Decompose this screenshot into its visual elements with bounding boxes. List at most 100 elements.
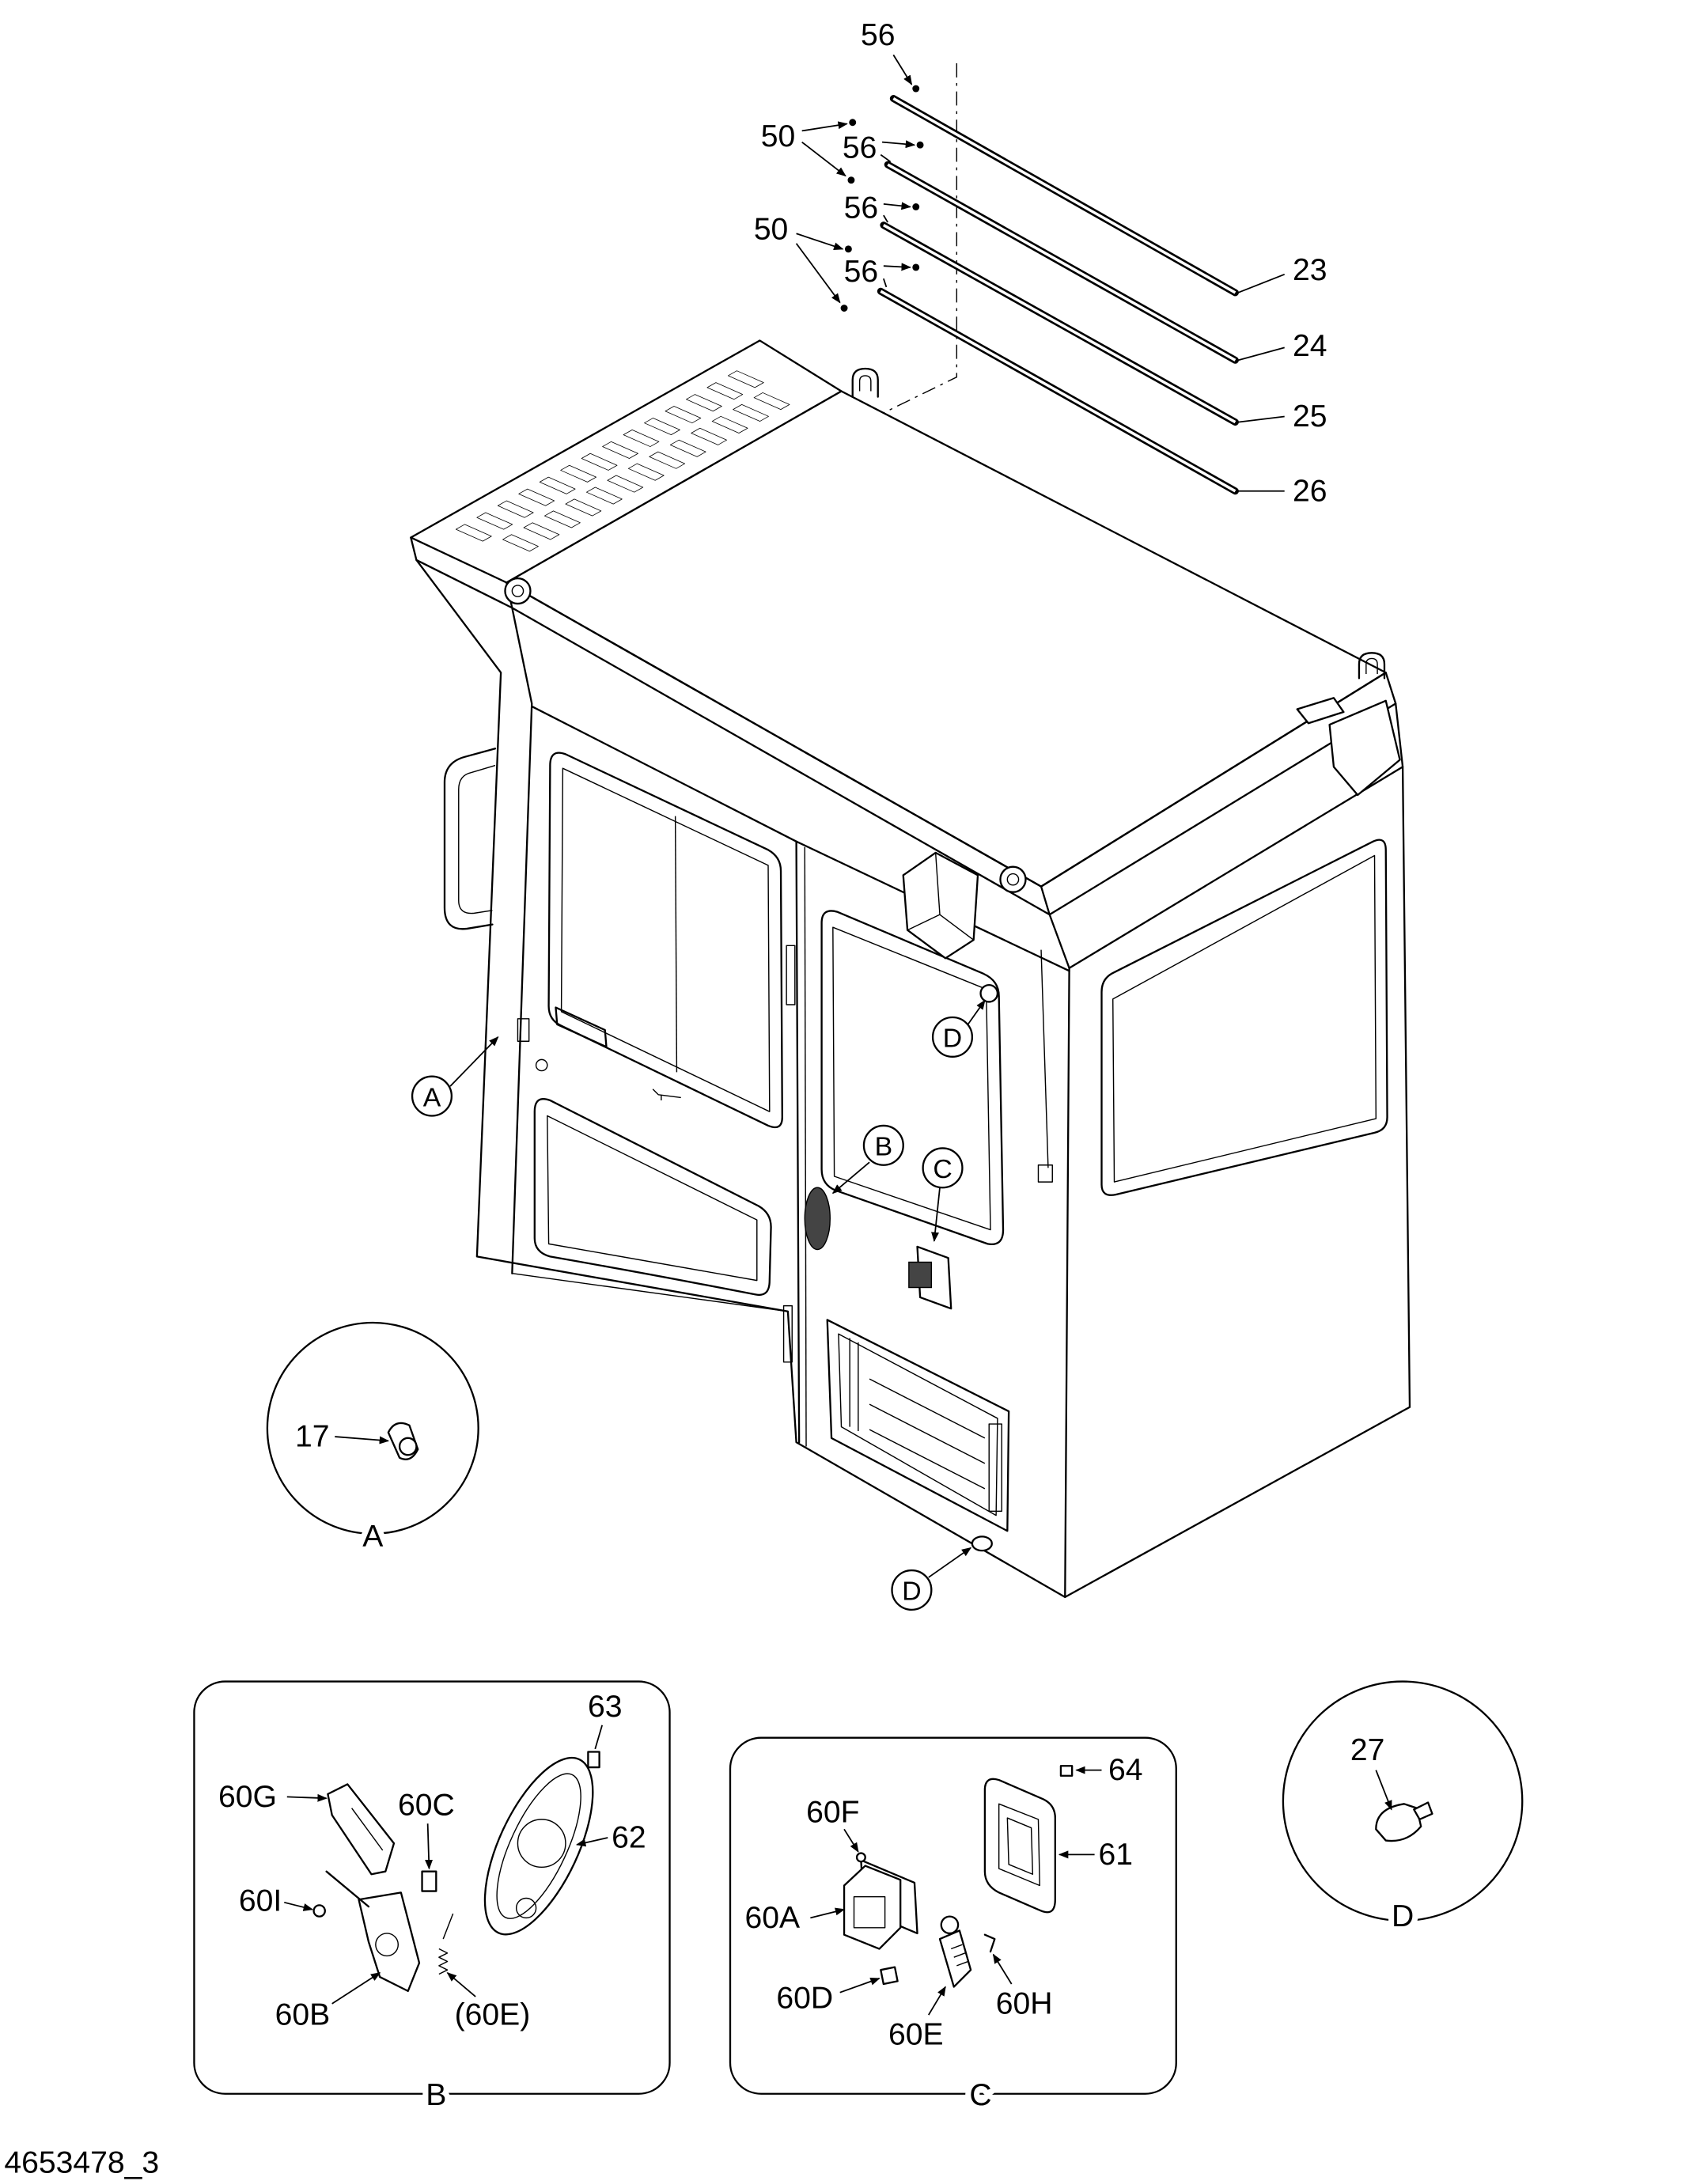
door-lower-panel-inner [547, 1115, 758, 1282]
leader [927, 1986, 946, 2016]
callout-23: 23 [1293, 253, 1327, 287]
latch-arm [325, 1870, 370, 1908]
door-window-inner [560, 767, 771, 1112]
knob-upper [979, 983, 999, 1003]
cylinder-spring [950, 1944, 968, 1967]
leader [446, 1971, 476, 1997]
callout-63: 63 [588, 1690, 623, 1724]
part-60g-handle [327, 1783, 396, 1876]
marker-letter: D [943, 1024, 962, 1054]
mirror-bracket [902, 851, 979, 960]
cab-left-face-outline [415, 559, 1070, 1598]
callout-56-third: 56 [844, 191, 879, 225]
roof-vent-panel [410, 339, 843, 584]
marker-leader [931, 1187, 941, 1243]
eye-hole [858, 375, 872, 392]
marker-circle [862, 1124, 904, 1166]
escutcheon-hole [517, 1819, 566, 1869]
grab-handle [443, 748, 497, 930]
callout-50-upper: 50 [761, 119, 796, 153]
eye-hole [1365, 657, 1378, 675]
cab-right-face-outline [1064, 766, 1411, 1598]
eye-ring [1358, 652, 1386, 680]
recess-cup [1006, 1817, 1034, 1875]
knob [979, 983, 999, 1003]
knob [971, 1535, 993, 1552]
bar-core [880, 290, 1237, 493]
callout-60e: 60E [888, 2018, 944, 2052]
leader [795, 243, 841, 304]
roof-front-band [506, 581, 1051, 916]
leader [880, 153, 892, 163]
callout-17: 17 [295, 1420, 330, 1454]
latch-pivot [375, 1933, 400, 1957]
marker-letter: B [875, 1132, 893, 1162]
door-handle [555, 1006, 608, 1048]
recess-inner [998, 1803, 1040, 1887]
part-60g-detail [351, 1808, 384, 1851]
eye-ring [851, 367, 879, 398]
callout-50-lower: 50 [754, 212, 789, 246]
leader [1237, 274, 1286, 293]
leader [892, 54, 913, 85]
marker-d-lower: D [891, 1547, 972, 1611]
part-62-escutcheon [483, 1756, 594, 1936]
bar-core [887, 163, 1237, 362]
figure-code: 4653478_3 [4, 2145, 159, 2179]
door-lock-c [908, 1245, 952, 1310]
callout-61: 61 [1099, 1838, 1134, 1872]
mirror-bracket-detail [907, 852, 975, 941]
leader [883, 263, 911, 271]
callout-60a: 60A [745, 1901, 801, 1935]
callout-60i: 60I [239, 1884, 282, 1918]
detail-a-marker: A [362, 1520, 384, 1554]
cab-body [410, 339, 1411, 1598]
screw-dot [916, 141, 924, 149]
door-window-divider [674, 816, 678, 1073]
marker-b: B [831, 1124, 904, 1195]
door-latch [517, 1018, 530, 1042]
callout-56-fourth: 56 [844, 255, 879, 289]
leader [425, 1823, 434, 1870]
part-60i-screw [312, 1904, 326, 1918]
marker-circle [931, 1016, 974, 1058]
corner-fitting [1328, 699, 1401, 797]
part-60f-screw [855, 1852, 866, 1863]
front-pillar-inner [511, 607, 533, 1274]
roof-fitting [1296, 697, 1345, 725]
bar-core [882, 224, 1237, 424]
lifting-eye-rear-right [1358, 652, 1386, 680]
roof-side-band [1040, 672, 1397, 916]
leader [1237, 346, 1285, 362]
cylinder-body [938, 1929, 972, 1988]
leader [839, 1977, 881, 1994]
vent-slots [456, 371, 800, 558]
screw-dot [849, 119, 857, 127]
escutcheon-boss [515, 1897, 537, 1919]
detail-a: 17 A [266, 1321, 479, 1559]
screw-dot [912, 203, 920, 210]
middle-window [820, 910, 1005, 1246]
bar-core [892, 97, 1237, 294]
part-27-stud [1413, 1801, 1433, 1821]
right-side-window-inner [1112, 854, 1377, 1183]
lower-grille-frame [826, 1319, 1010, 1532]
marker-letter: D [902, 1577, 921, 1607]
callout-60c: 60C [398, 1789, 455, 1823]
leader [594, 1725, 604, 1750]
callout-60e-ref: (60E) [455, 1998, 531, 2032]
detail-d-circle [1282, 1680, 1524, 1922]
lock-c-body [908, 1261, 933, 1289]
leader [992, 1953, 1013, 1985]
top-bars: 56 50 56 56 50 56 23 24 25 26 [754, 18, 1327, 704]
marker-letter: A [423, 1082, 441, 1112]
leader [801, 141, 846, 177]
door-lock [535, 1058, 548, 1072]
screw-dot [912, 263, 920, 271]
callout-60h: 60H [996, 1986, 1053, 2020]
part-60c-screw [421, 1870, 437, 1892]
cylinder-face [940, 1915, 960, 1935]
latch-box [843, 1865, 902, 1950]
grab-handle-inner [458, 764, 496, 914]
panel-mark [652, 1089, 681, 1100]
